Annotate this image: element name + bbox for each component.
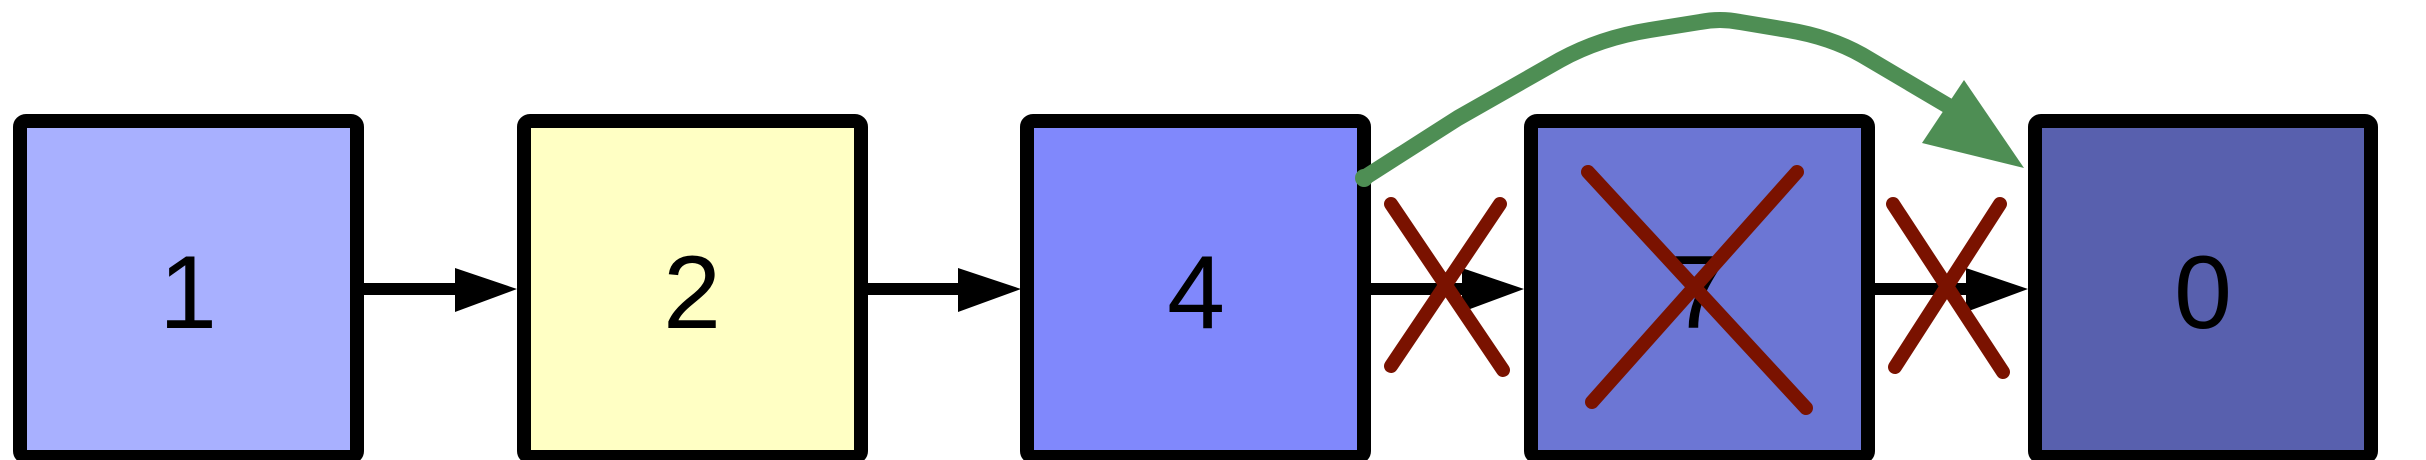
- node-2: 4: [1020, 114, 1371, 460]
- right-arrow-icon: [357, 268, 517, 312]
- node-value: 0: [2174, 235, 2232, 351]
- curved-arrow-icon: [1355, 12, 2024, 187]
- node-0: 1: [13, 114, 364, 460]
- node-4: 0: [2028, 114, 2378, 460]
- cross-icon: [1886, 197, 2010, 379]
- node-box: [2028, 114, 2378, 460]
- cross-icon: [1581, 165, 1813, 415]
- cross-icon: [1384, 197, 1510, 377]
- right-arrow-icon: [861, 268, 1021, 312]
- node-value: 2: [663, 235, 721, 351]
- node-value: 1: [159, 235, 217, 351]
- node-value: 4: [1167, 235, 1225, 351]
- node-1: 2: [517, 114, 868, 460]
